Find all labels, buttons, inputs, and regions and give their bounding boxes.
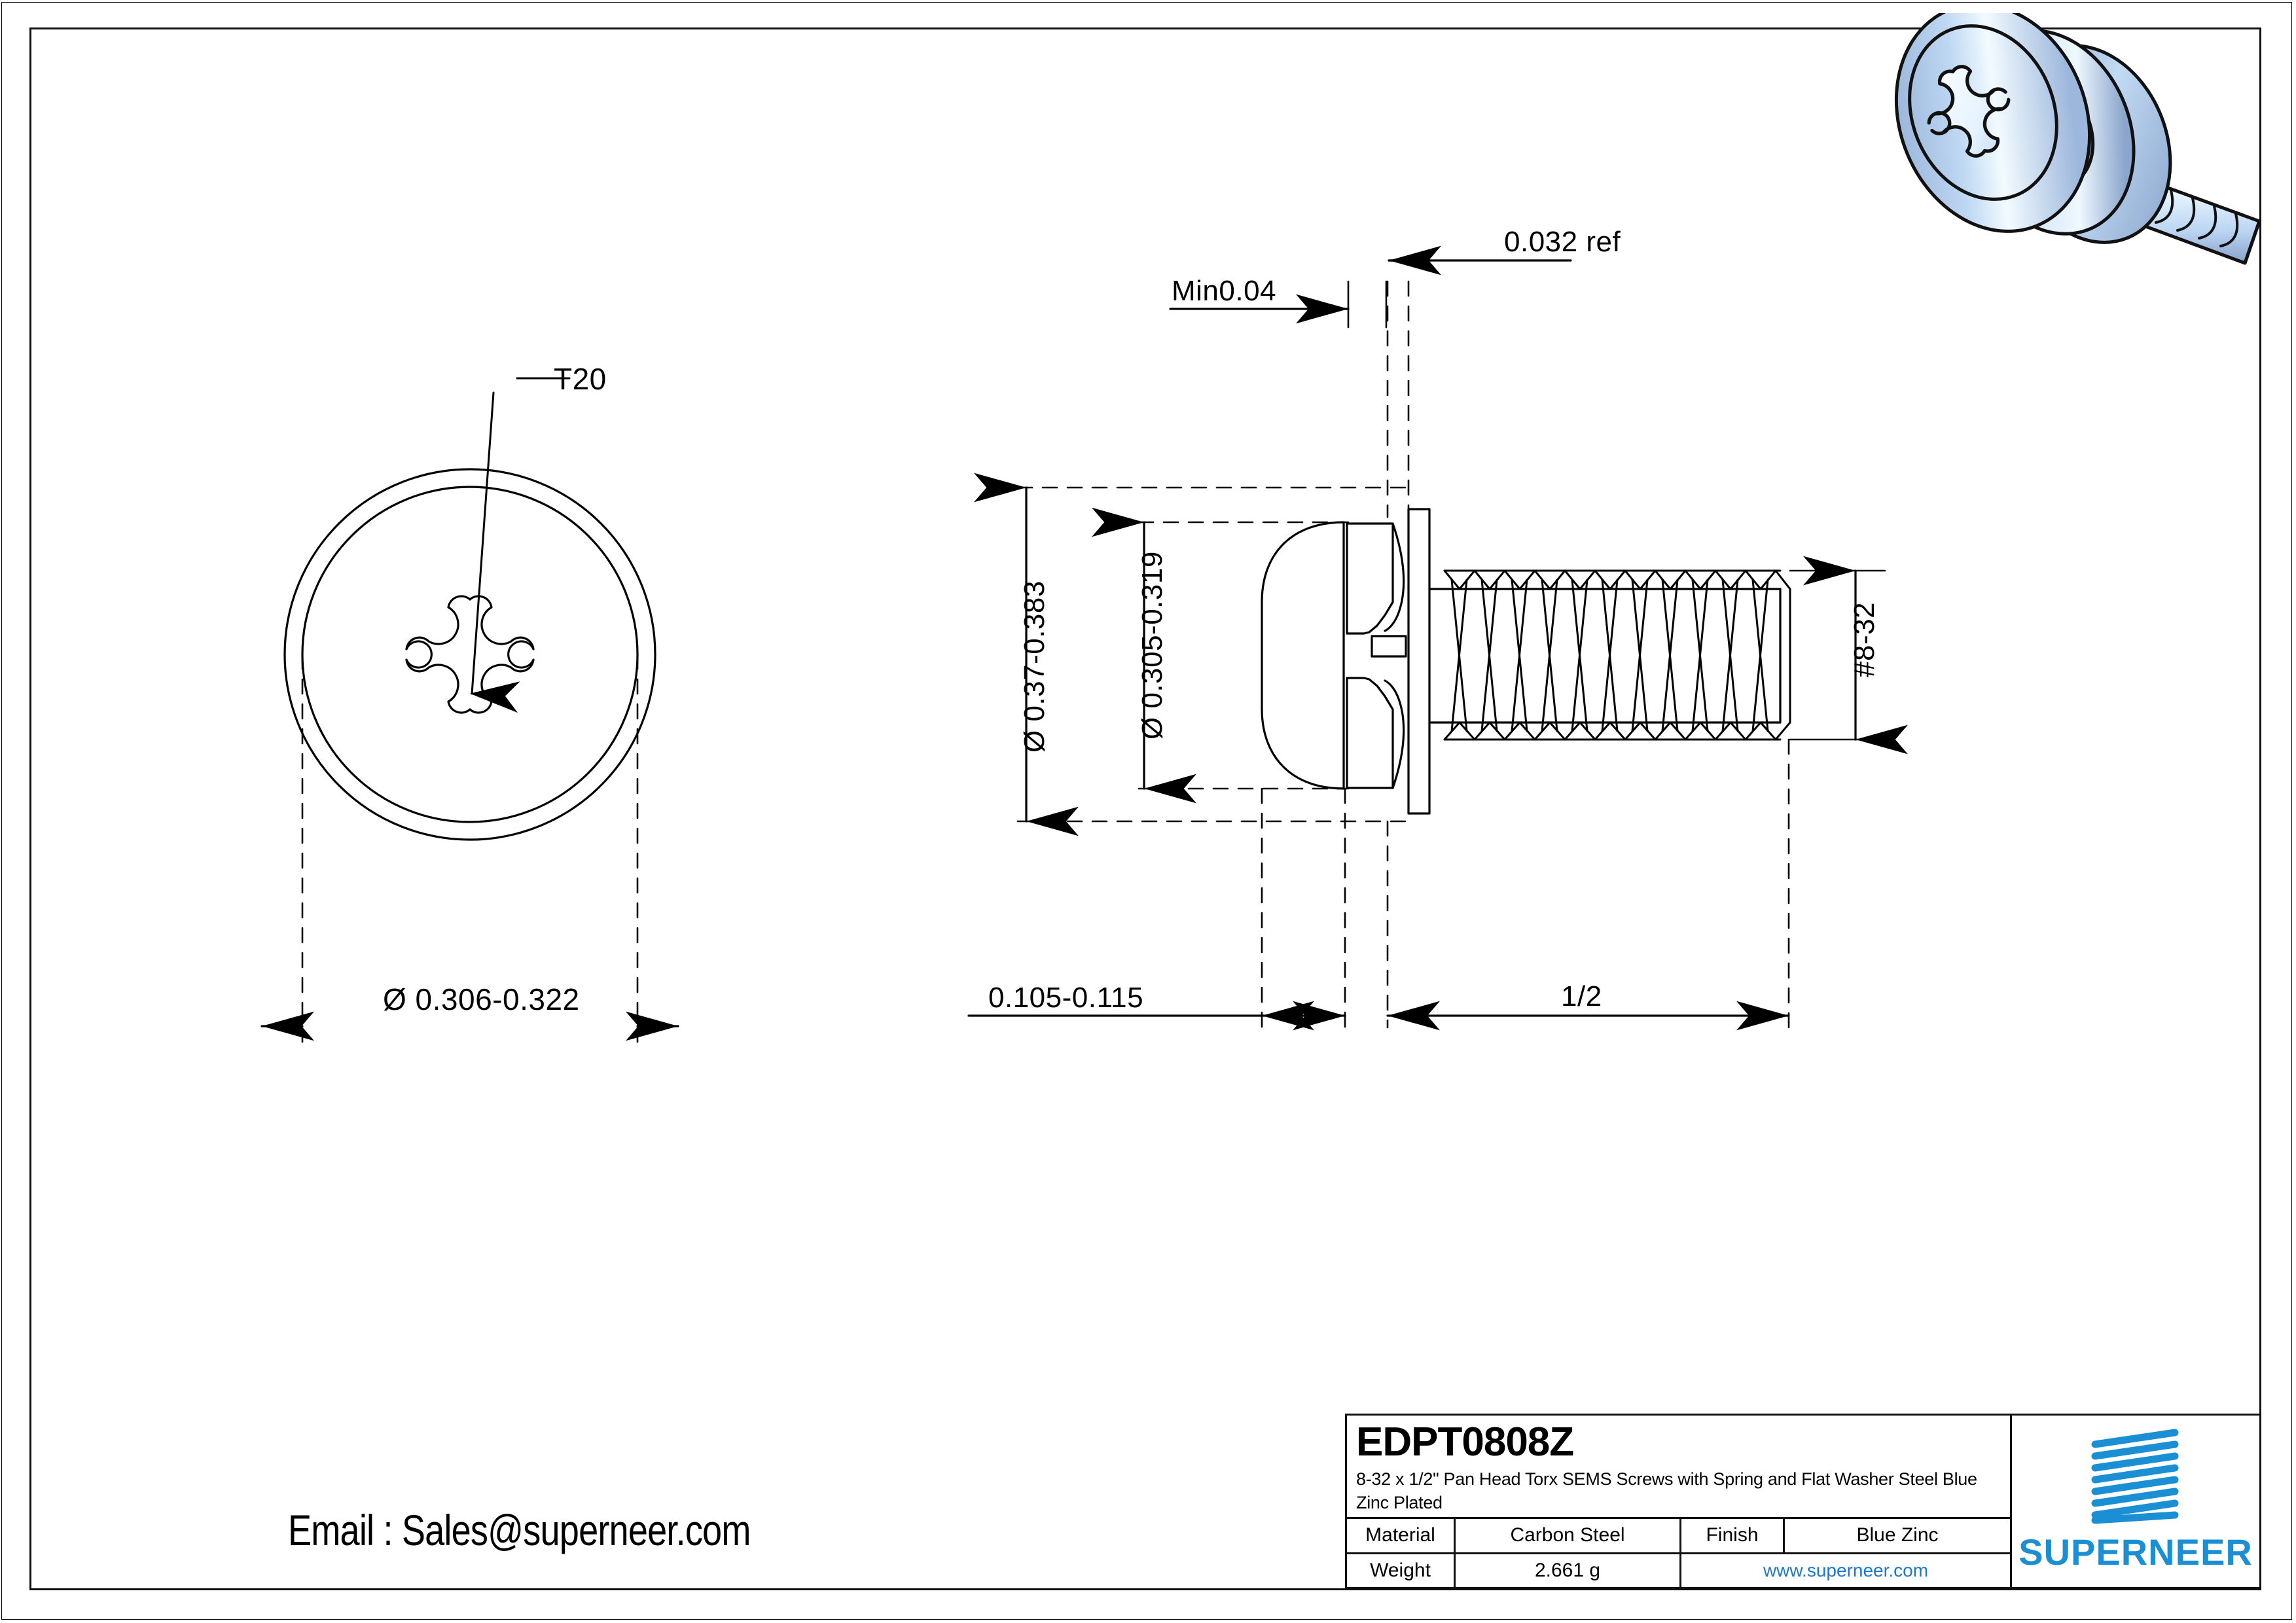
thread-length-label: 1/2 — [1561, 980, 1602, 1012]
material-value: Carbon Steel — [1456, 1519, 1681, 1552]
screw-3d-render — [1894, 13, 2261, 265]
spring-washer-min-label: Min0.04 — [1172, 275, 1277, 307]
spring-washer-profile — [1346, 522, 1407, 789]
website-link[interactable]: www.superneer.com — [1763, 1560, 1929, 1580]
washer-thickness-ref-label: 0.032 ref — [1504, 226, 1621, 258]
title-block-left: EDPT0808Z 8-32 x 1/2" Pan Head Torx SEMS… — [1347, 1416, 2012, 1587]
t20-leader — [470, 377, 571, 713]
sheet-inner-frame — [29, 27, 2261, 1590]
title-block-row-weight: Weight 2.661 g www.superneer.com — [1347, 1554, 2010, 1587]
email-text: Email : Sales@superneer.com — [288, 1506, 751, 1554]
part-description: 8-32 x 1/2" Pan Head Torx SEMS Screws wi… — [1356, 1469, 1977, 1513]
torx-lobe-profile — [405, 595, 535, 714]
brand-panel: SUPERNEER — [2012, 1416, 2259, 1587]
superneer-logo-icon — [2091, 1429, 2179, 1524]
t20-callout-label: T20 — [554, 362, 607, 396]
part-number: EDPT0808Z — [1356, 1419, 1574, 1465]
front-view-extension-lines — [301, 653, 639, 1048]
flat-washer-profile — [1407, 508, 1431, 815]
finish-value: Blue Zinc — [1856, 1524, 1939, 1546]
screw-shank-body — [1428, 588, 1782, 724]
render-pan-head — [1894, 13, 2092, 233]
screw-thread-profile — [1443, 569, 1791, 741]
front-view-circles — [283, 468, 656, 841]
head-diameter-label: Ø 0.305-0.319 — [1136, 551, 1168, 740]
head-height-label: 0.105-0.115 — [988, 982, 1144, 1014]
thread-size-label: #8-32 — [1848, 601, 1880, 677]
weight-value: 2.661 g — [1456, 1554, 1681, 1587]
finish-label: Finish — [1681, 1519, 1785, 1552]
front-view-diameter-label: Ø 0.306-0.322 — [383, 982, 580, 1016]
material-label: Material — [1347, 1519, 1456, 1552]
pan-head-profile — [1261, 521, 1345, 790]
brand-wordmark: SUPERNEER — [2018, 1531, 2253, 1573]
title-block-row-material: Material Carbon Steel Finish Blue Zinc — [1347, 1519, 2010, 1554]
render-torx-recess — [1927, 65, 2011, 158]
dim-thread-size — [1789, 556, 1908, 755]
dim-spring-washer-min — [1169, 280, 1388, 329]
weight-label: Weight — [1347, 1554, 1456, 1587]
side-view-extension-lines — [1016, 280, 1790, 1029]
title-block-header: EDPT0808Z 8-32 x 1/2" Pan Head Torx SEMS… — [1347, 1416, 2010, 1519]
title-block: EDPT0808Z 8-32 x 1/2" Pan Head Torx SEMS… — [1345, 1414, 2261, 1589]
flat-washer-od-label: Ø 0.37-0.383 — [1018, 580, 1050, 753]
